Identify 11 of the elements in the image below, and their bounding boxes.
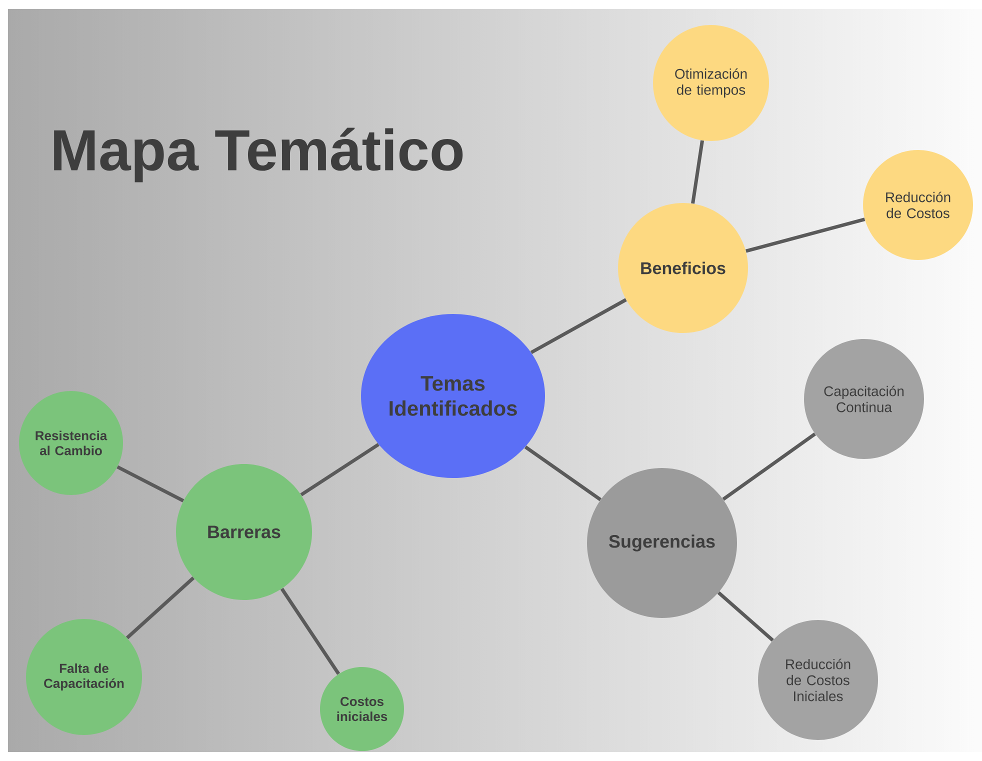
connector-line (717, 591, 774, 642)
connector-line (300, 442, 380, 496)
connector-line (530, 298, 627, 354)
connector-line (116, 465, 184, 502)
connector-line (524, 445, 602, 502)
connector-line (691, 140, 704, 204)
connector-line (280, 588, 340, 675)
connector-line (746, 218, 866, 253)
connector-line (126, 576, 195, 640)
connector-line (722, 432, 816, 501)
title: Mapa Temático (54, 128, 463, 182)
